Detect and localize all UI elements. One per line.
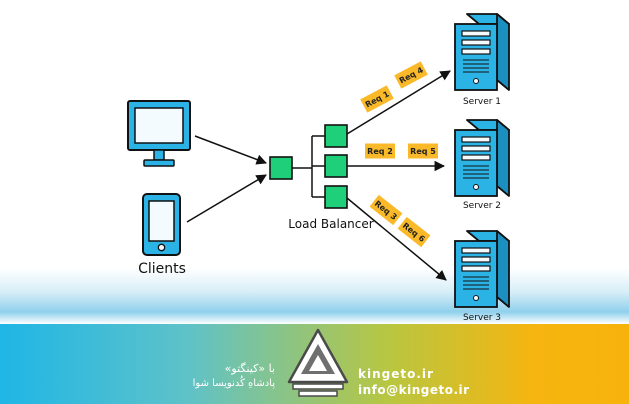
server-label: Server 2 [463, 201, 501, 211]
kingeto-logo [287, 328, 349, 397]
server-icon [454, 230, 510, 308]
monitor-icon [127, 100, 191, 167]
server-label: Server 1 [463, 97, 501, 107]
svg-text:Req 5: Req 5 [410, 147, 436, 156]
lb-node-1 [324, 124, 348, 148]
load-balancer-label: Load Balancer [288, 217, 373, 231]
persian-tagline-1: با «کینگتو» [224, 362, 275, 375]
footer-banner: با «کینگتو» پادشاهِ کُدنویسا شوا kingeto… [0, 324, 629, 404]
client-arrow-1 [194, 135, 267, 165]
server-arrow-1 [346, 70, 451, 135]
server-icon [454, 13, 510, 91]
request-tag: Req 6 [397, 216, 431, 248]
lb-node-3 [324, 185, 348, 209]
request-tag: Req 2 [365, 143, 395, 159]
client-arrow-2 [186, 174, 267, 223]
lb-node-2 [324, 154, 348, 178]
lb-main-node [269, 156, 293, 180]
site-url: kingeto.ir [358, 367, 434, 381]
request-tag: Req 5 [408, 143, 438, 159]
svg-text:Req 2: Req 2 [367, 147, 393, 156]
persian-tagline-2: پادشاهِ کُدنویسا شوا [192, 378, 275, 389]
server-icon [454, 119, 510, 197]
server-label: Server 3 [463, 313, 501, 323]
request-tag: Req 4 [394, 61, 428, 89]
contact-email: info@kingeto.ir [358, 383, 470, 397]
server-arrow-3 [346, 197, 447, 281]
clients-label: Clients [138, 261, 186, 277]
phone-icon [142, 193, 181, 256]
